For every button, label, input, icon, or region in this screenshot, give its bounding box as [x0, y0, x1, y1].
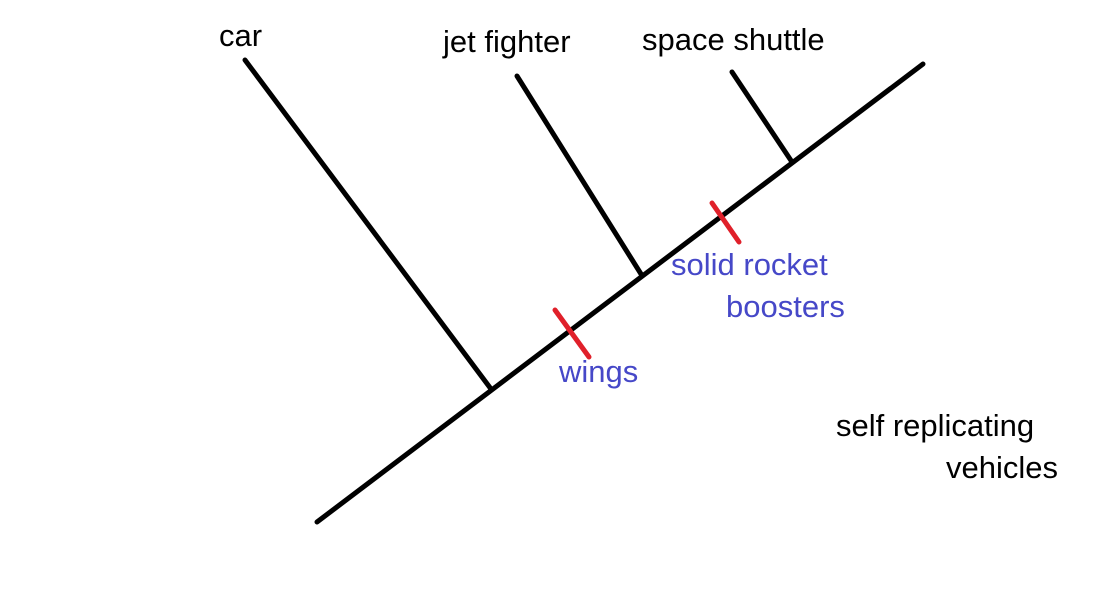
- taxon-label-jet-fighter: jet fighter: [442, 24, 571, 59]
- trait-mark-wings: [552, 307, 592, 360]
- trait-label-wings: wings: [558, 354, 638, 389]
- branch-car: [242, 57, 494, 392]
- root-label-line1: self replicating: [836, 408, 1034, 443]
- trait-label-srb-line1: solid rocket: [671, 247, 828, 282]
- main-trunk-line: [314, 61, 926, 525]
- trait-mark-solid-rocket-boosters: [709, 200, 742, 245]
- taxon-label-space-shuttle: space shuttle: [642, 22, 825, 57]
- trait-label-srb-line2: boosters: [726, 289, 845, 324]
- branch-jet-fighter: [514, 73, 644, 277]
- taxon-label-car: car: [219, 18, 262, 53]
- root-label-line2: vehicles: [946, 450, 1058, 485]
- branch-space-shuttle: [729, 69, 795, 165]
